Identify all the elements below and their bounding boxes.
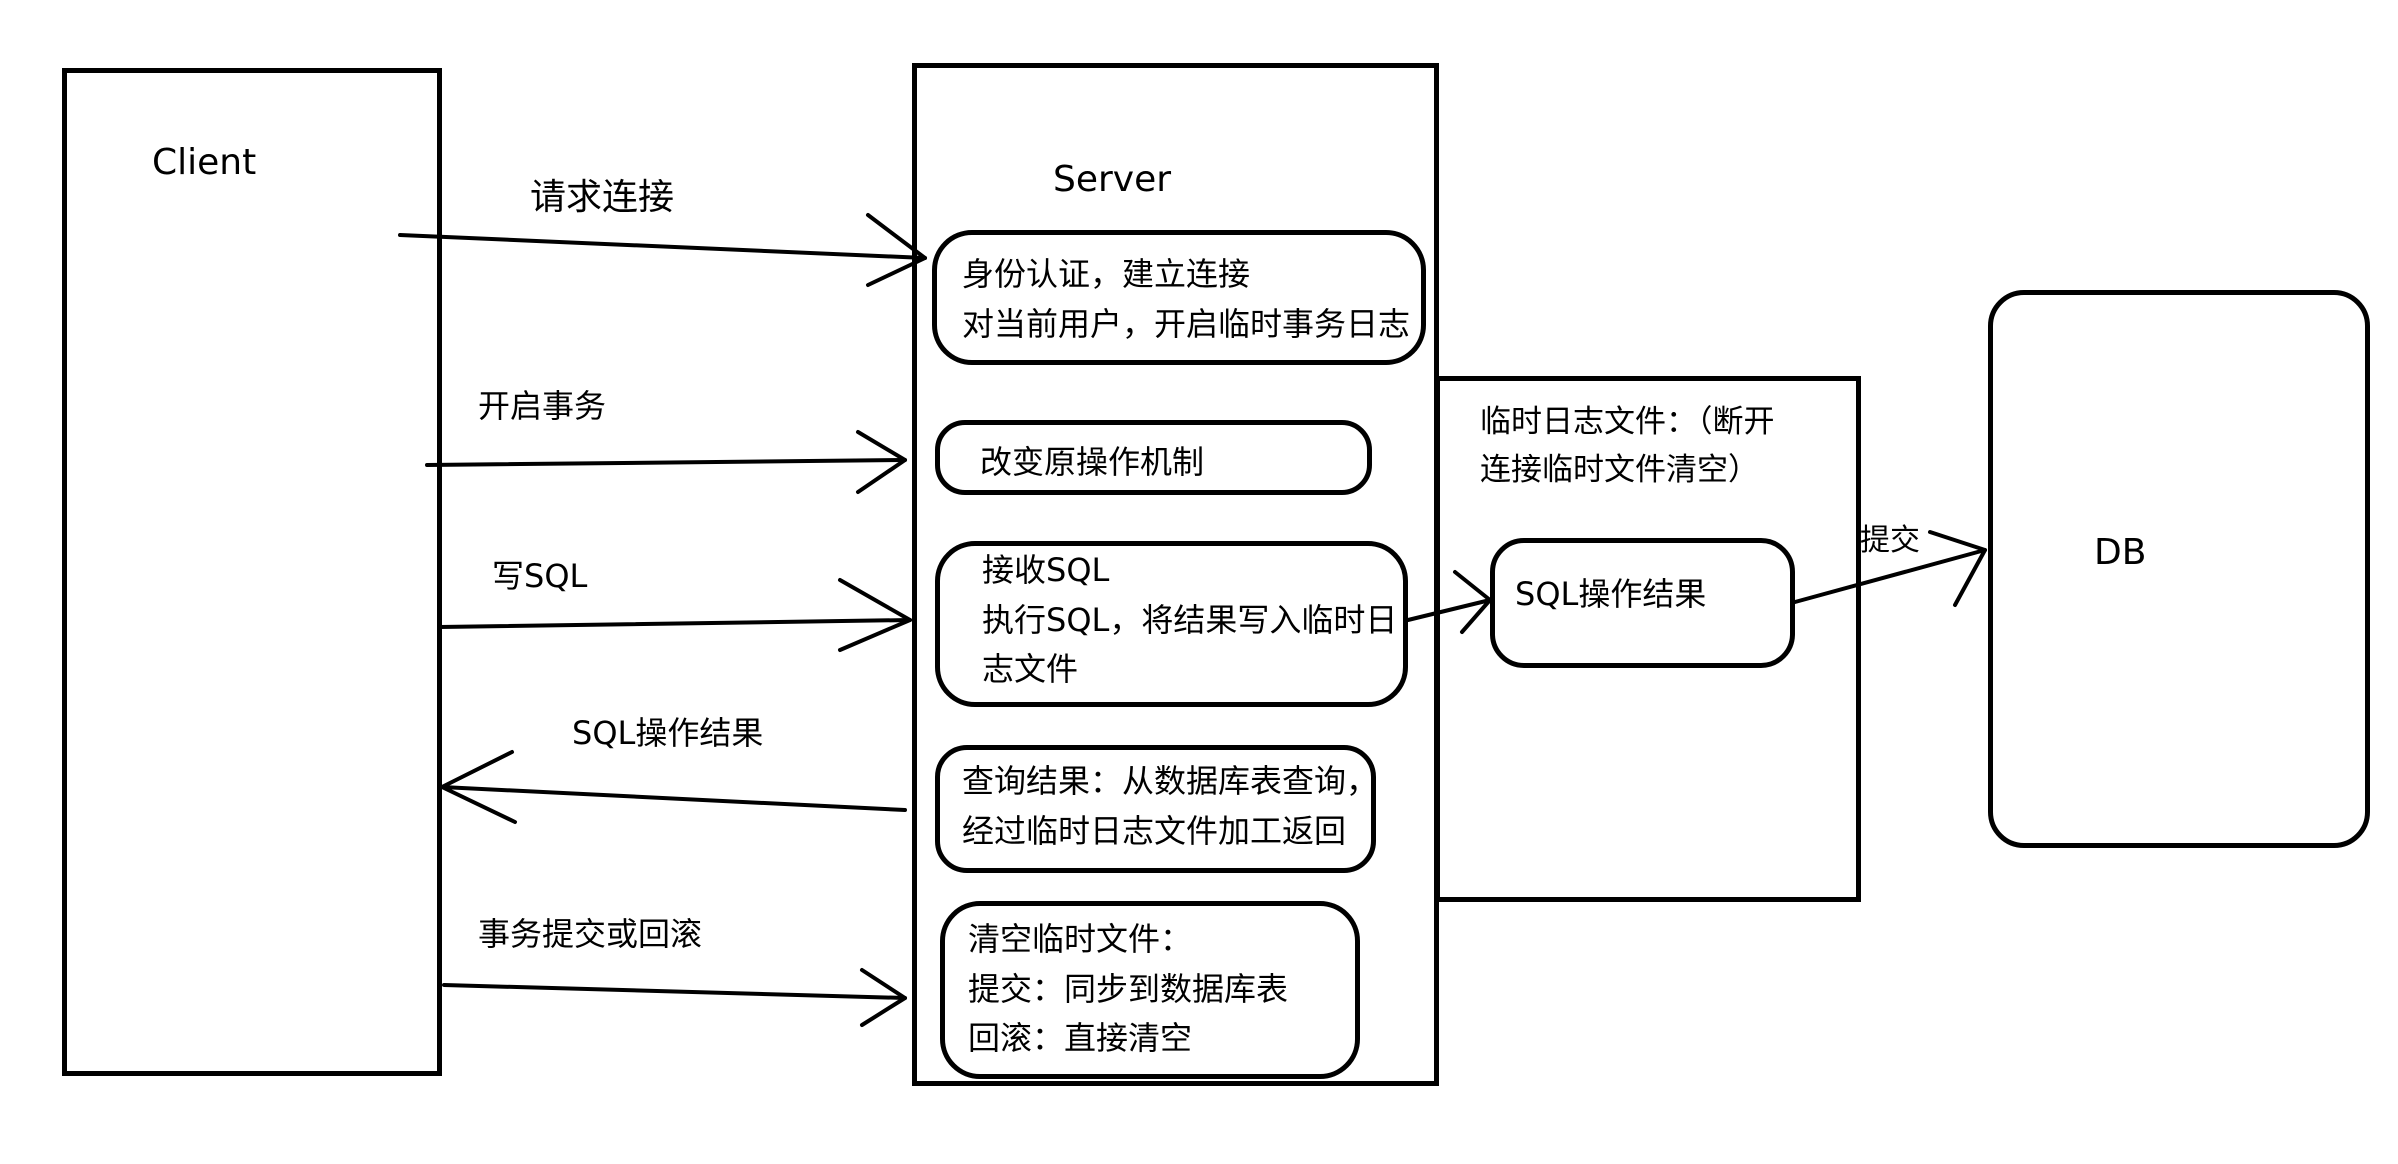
edge-label-commit: 提交 (1860, 523, 1920, 558)
db-title: DB (2094, 532, 2147, 573)
client-box (62, 68, 442, 1076)
exec-step-line: 志文件 (982, 650, 1079, 689)
db-box (1988, 290, 2370, 848)
arrowhead-tx-commit-rollback (860, 968, 907, 1027)
auth-step-line: 身份认证，建立连接 (962, 255, 1251, 293)
arrow-begin-tx (425, 458, 907, 467)
auth-step-box (932, 230, 1426, 365)
log-file-line: 临时日志文件：（断开 (1480, 404, 1775, 440)
query-step-box (935, 745, 1376, 873)
edge-label-write-sql: 写SQL (492, 557, 588, 595)
arrowhead-write-sql (838, 578, 912, 652)
exec-step-line: 接收SQL (982, 551, 1110, 589)
arrow-request-connect (398, 233, 927, 260)
query-step-text: 查询结果：从数据库表查询， 经过临时日志文件加工返回 (962, 757, 1378, 856)
arrow-sql-result (440, 785, 907, 812)
exec-step-box (935, 541, 1408, 707)
query-step-line: 查询结果：从数据库表查询， (962, 762, 1379, 800)
change-step-box (935, 420, 1372, 495)
change-step-line: 改变原操作机制 (980, 443, 1205, 481)
auth-step-text: 身份认证，建立连接 对当前用户，开启临时事务日志 (962, 250, 1410, 349)
client-title: Client (152, 142, 257, 183)
arrow-tx-commit-rollback (442, 983, 907, 1000)
log-file-line: 连接临时文件清空） (1480, 452, 1759, 489)
edge-label-tx-commit-rollback: 事务提交或回滚 (478, 915, 703, 953)
clear-step-line: 提交：同步到数据库表 (968, 969, 1289, 1008)
edge-label-sql-result: SQL操作结果 (572, 714, 764, 752)
arrowhead-commit (1928, 530, 1987, 607)
sql-result-box-label: SQL操作结果 (1515, 575, 1707, 613)
clear-step-box (940, 901, 1360, 1079)
exec-step-text: 接收SQL 执行SQL，将结果写入临时日 志文件 (982, 546, 1397, 695)
auth-step-line: 对当前用户，开启临时事务日志 (962, 304, 1411, 343)
change-step-text: 改变原操作机制 (980, 438, 1204, 488)
log-file-box (1435, 376, 1861, 902)
query-step-line: 经过临时日志文件加工返回 (962, 811, 1347, 850)
arrow-write-sql (438, 618, 912, 629)
sql-result-box (1490, 538, 1795, 668)
exec-step-line: 执行SQL，将结果写入临时日 (982, 600, 1398, 639)
arrowhead-begin-tx (856, 430, 907, 494)
log-file-text: 临时日志文件：（断开 连接临时文件清空） (1480, 398, 1775, 494)
edge-label-begin-tx: 开启事务 (478, 387, 607, 425)
clear-step-text: 清空临时文件： 提交：同步到数据库表 回滚：直接清空 (968, 915, 1288, 1064)
server-title: Server (1053, 159, 1172, 200)
edge-label-request-connect: 请求连接 (530, 177, 675, 218)
clear-step-line: 清空临时文件： (968, 920, 1193, 958)
arrowhead-sql-result (440, 750, 517, 824)
clear-step-line: 回滚：直接清空 (968, 1019, 1193, 1058)
